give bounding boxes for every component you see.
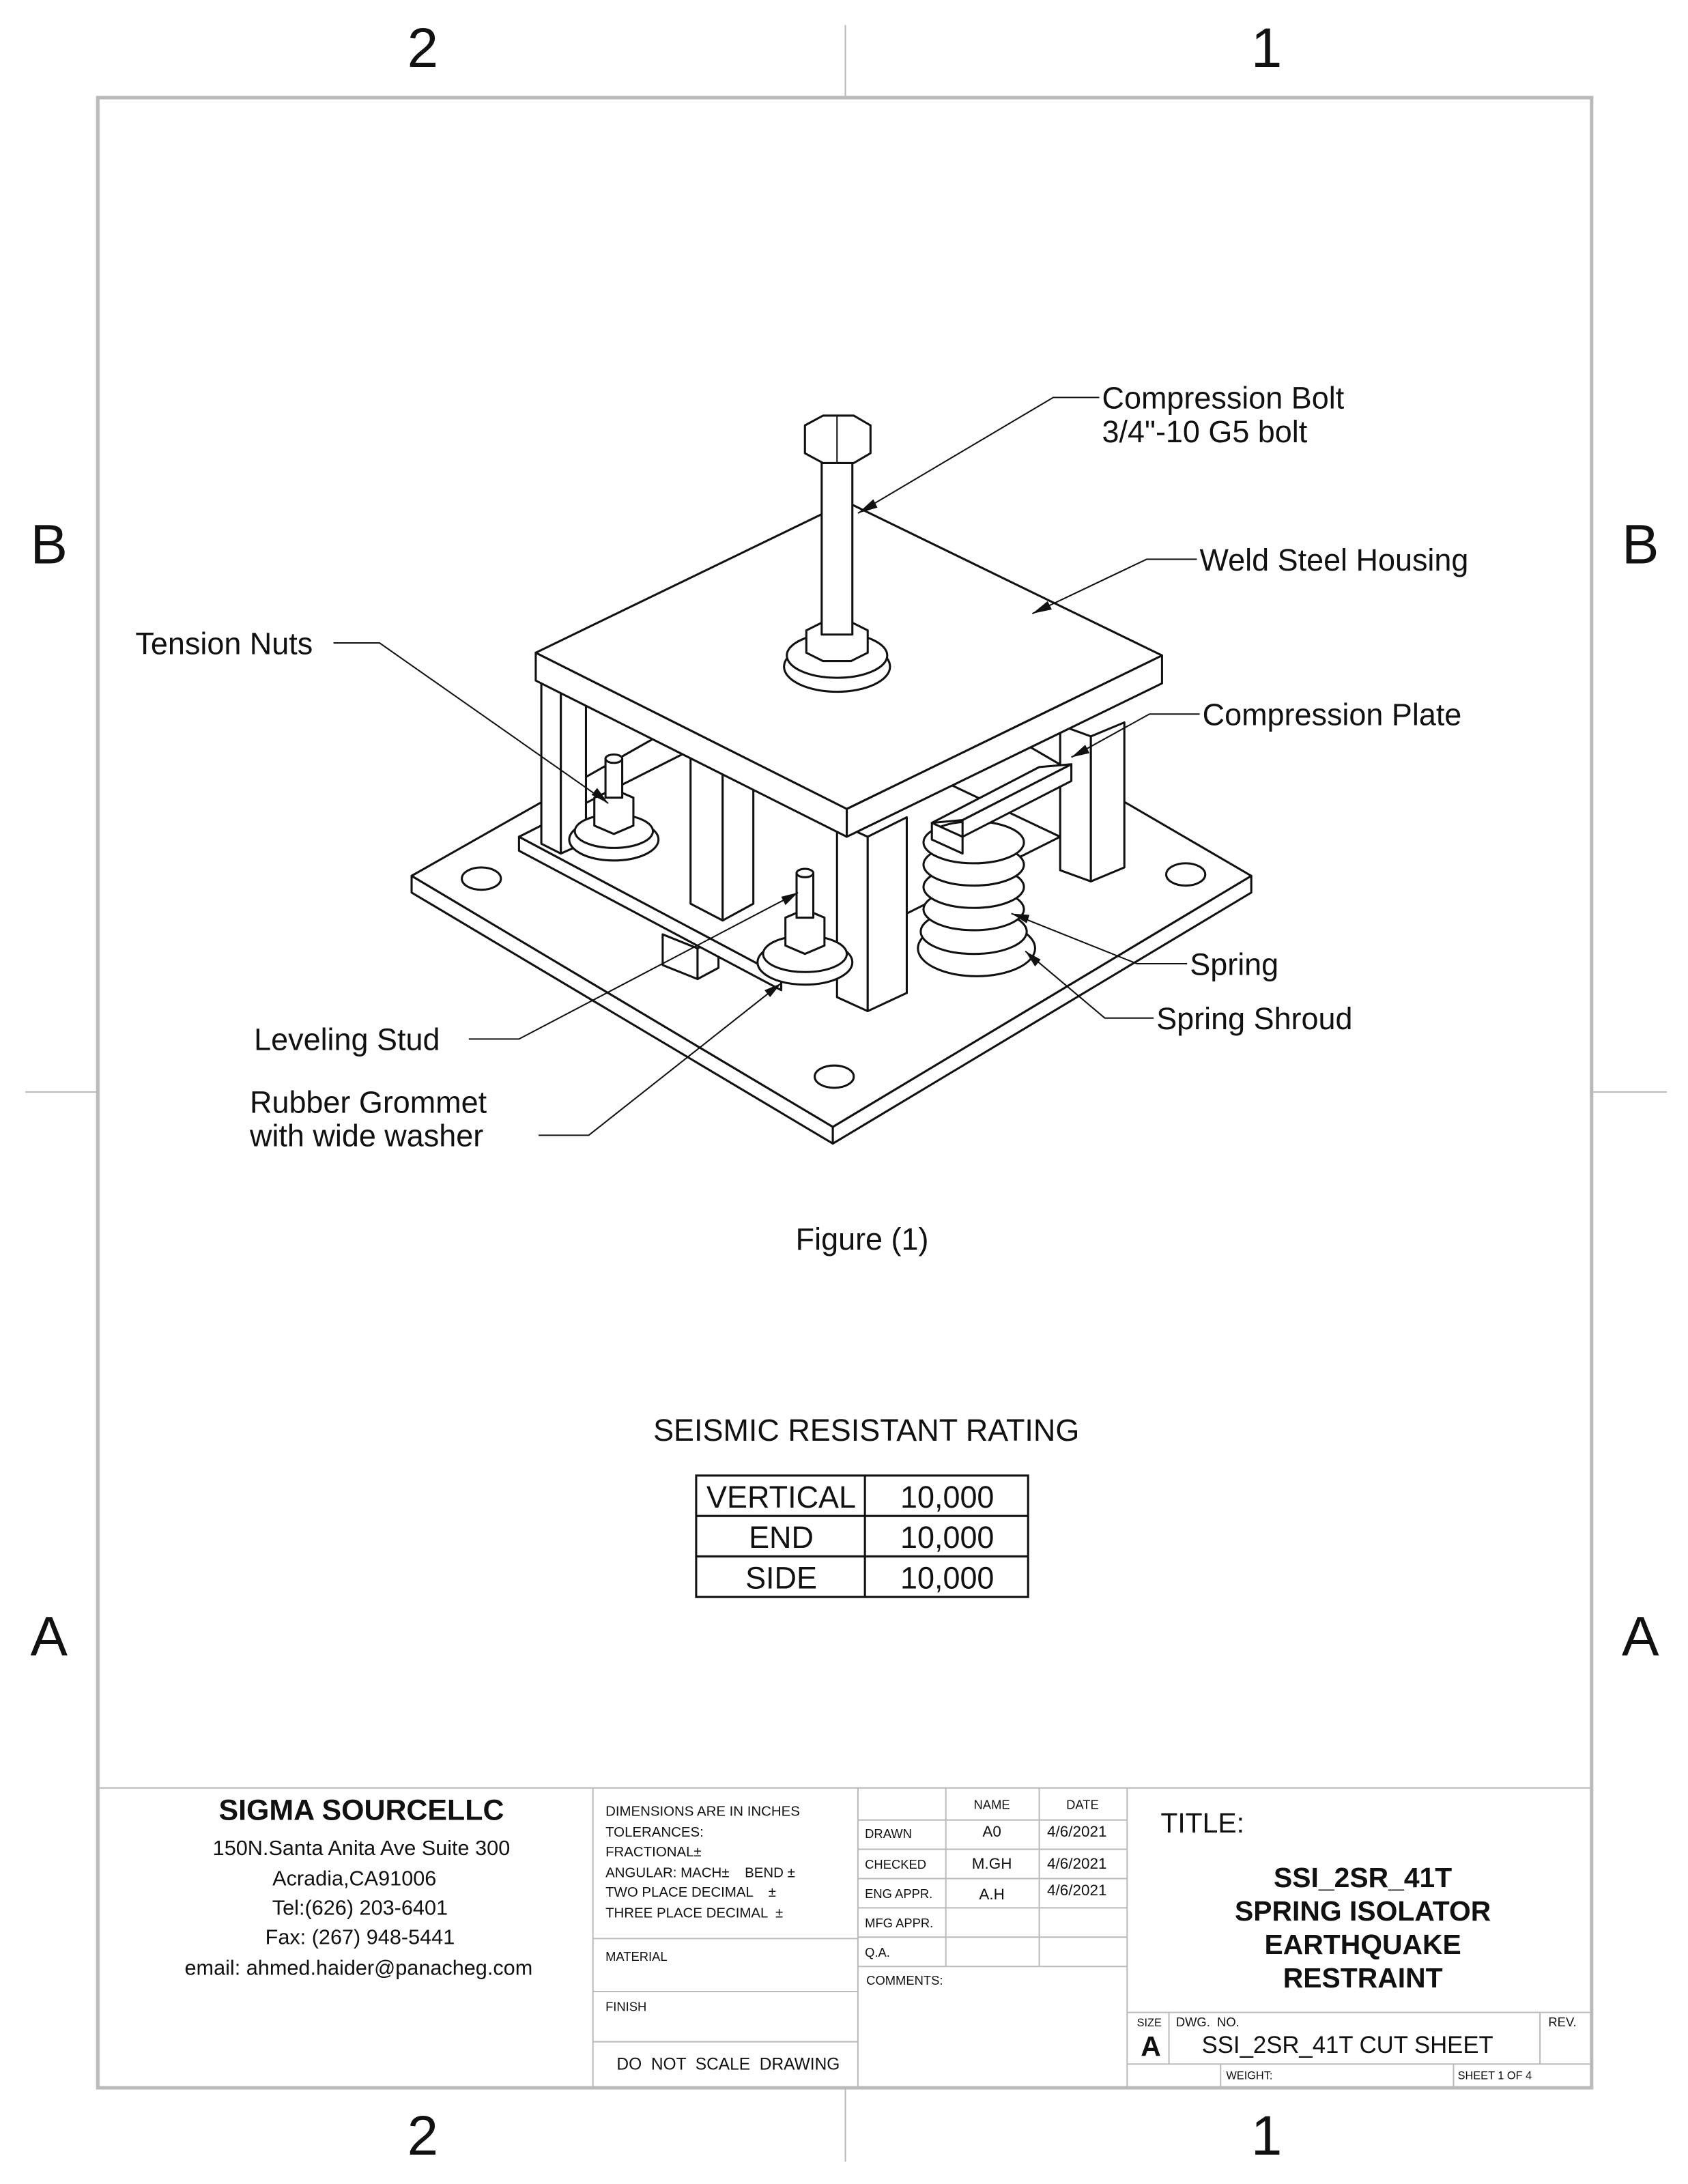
callout-spring: Spring <box>1011 913 1278 981</box>
drawing-title-line: SPRING ISOLATOR <box>1235 1895 1491 1927</box>
tolerance-line: TOLERANCES: <box>605 1825 704 1840</box>
approvals-header-date: DATE <box>1066 1797 1099 1811</box>
tension-nut-left <box>568 753 660 862</box>
svg-text:Spring Shroud: Spring Shroud <box>1156 1001 1352 1036</box>
drawing-title-line: RESTRAINT <box>1283 1962 1443 1994</box>
approval-role: CHECKED <box>865 1857 926 1871</box>
sheet-number: SHEET 1 OF 4 <box>1458 2070 1532 2082</box>
tolerance-line: TWO PLACE DECIMAL ± <box>605 1885 776 1900</box>
svg-text:3/4"-10 G5 bolt: 3/4"-10 G5 bolt <box>1102 414 1308 449</box>
rating-row-label: VERTICAL <box>706 1480 856 1514</box>
company-name: SIGMA SOURCELLC <box>218 1794 504 1827</box>
finish-label: FINISH <box>605 2000 646 2014</box>
rating-row-value: 10,000 <box>900 1560 994 1595</box>
zone-label-left-a: A <box>30 1606 68 1668</box>
approval-role: MFG APPR. <box>865 1916 933 1930</box>
dwg-no-label: DWG. NO. <box>1176 2015 1240 2029</box>
callout-compression-plate: Compression Plate <box>1071 698 1462 758</box>
callout-spring-shroud: Spring Shroud <box>1025 950 1353 1036</box>
spring-isolator-drawing <box>410 414 1253 1145</box>
approval-role: DRAWN <box>865 1826 912 1841</box>
title-block: SIGMA SOURCELLC 150N.Santa Anita Ave Sui… <box>98 1787 1592 2088</box>
weld-steel-housing-legs <box>540 674 1126 1013</box>
tolerance-line: THREE PLACE DECIMAL ± <box>605 1906 783 1921</box>
svg-text:Weld Steel Housing: Weld Steel Housing <box>1200 543 1469 577</box>
compression-bolt <box>783 414 891 693</box>
callout-leveling-stud: Leveling Stud <box>254 891 799 1057</box>
callout-tension-nuts: Tension Nuts <box>135 626 609 804</box>
comments-label: COMMENTS: <box>866 1973 943 1987</box>
approval-name: A.H <box>979 1886 1004 1903</box>
rating-row-label: SIDE <box>745 1560 817 1595</box>
svg-text:Rubber Grommet: Rubber Grommet <box>250 1085 487 1120</box>
zone-label-top-2: 2 <box>407 17 438 79</box>
svg-text:Leveling Stud: Leveling Stud <box>254 1022 440 1057</box>
material-label: MATERIAL <box>605 1949 668 1964</box>
spring <box>917 820 1036 977</box>
do-not-scale-note: DO NOT SCALE DRAWING <box>616 2055 840 2073</box>
zone-label-right-a: A <box>1622 1606 1659 1668</box>
compression-plate <box>930 763 1073 855</box>
zone-label-top-1: 1 <box>1251 17 1282 79</box>
tolerance-line: FRACTIONAL± <box>605 1845 702 1860</box>
approval-date: 4/6/2021 <box>1047 1823 1106 1840</box>
tolerance-line: ANGULAR: MACH± BEND ± <box>605 1865 795 1880</box>
callout-compression-bolt: Compression Bolt 3/4"-10 G5 bolt <box>857 381 1345 514</box>
rating-row-value: 10,000 <box>900 1480 994 1514</box>
svg-text:Compression Bolt: Compression Bolt <box>1102 381 1345 416</box>
dwg-no-value: SSI_2SR_41T CUT SHEET <box>1202 2032 1493 2058</box>
svg-text:Spring: Spring <box>1190 947 1278 981</box>
callout-weld-steel-housing: Weld Steel Housing <box>1031 543 1469 615</box>
lower-plate <box>517 703 1061 992</box>
size-label: SIZE <box>1137 2017 1162 2029</box>
zone-label-bottom-2: 2 <box>407 2105 438 2167</box>
approval-date: 4/6/2021 <box>1047 1882 1106 1899</box>
svg-text:Compression Plate: Compression Plate <box>1203 698 1462 732</box>
zone-label-bottom-1: 1 <box>1251 2105 1282 2167</box>
approval-date: 4/6/2021 <box>1047 1855 1106 1872</box>
callout-rubber-grommet: Rubber Grommet with wide washer <box>249 982 782 1153</box>
rating-title: SEISMIC RESISTANT RATING <box>653 1413 1079 1448</box>
approval-role: ENG APPR. <box>865 1886 932 1901</box>
company-email: email: ahmed.haider@panacheg.com <box>185 1956 533 1979</box>
svg-text:Tension Nuts: Tension Nuts <box>135 626 313 661</box>
rating-row-label: END <box>749 1520 814 1555</box>
company-address: 150N.Santa Anita Ave Suite 300 <box>213 1837 511 1860</box>
zone-label-left-b: B <box>30 514 68 576</box>
approval-role: Q.A. <box>865 1945 890 1959</box>
figure-caption: Figure (1) <box>796 1222 929 1256</box>
rev-label: REV. <box>1548 2015 1576 2029</box>
company-fax: Fax: (267) 948-5441 <box>266 1926 455 1949</box>
rating-row-value: 10,000 <box>900 1520 994 1555</box>
svg-text:with wide washer: with wide washer <box>249 1119 483 1153</box>
zone-label-right-b: B <box>1622 514 1659 576</box>
approval-name: M.GH <box>972 1855 1012 1872</box>
size-value: A <box>1141 2030 1161 2062</box>
company-tel: Tel:(626) 203-6401 <box>272 1897 448 1920</box>
tolerance-line: DIMENSIONS ARE IN INCHES <box>605 1805 800 1820</box>
title-label: TITLE: <box>1160 1807 1244 1839</box>
drawing-title-line: EARTHQUAKE <box>1265 1929 1461 1960</box>
company-city: Acradia,CA91006 <box>272 1867 436 1891</box>
approval-name: A0 <box>982 1823 1001 1840</box>
drawing-title-line: SSI_2SR_41T <box>1274 1862 1452 1893</box>
approvals-header-name: NAME <box>974 1797 1010 1811</box>
seismic-rating-table: SEISMIC RESISTANT RATING VERTICAL 10,000… <box>653 1413 1079 1598</box>
weight-label: WEIGHT: <box>1226 2070 1272 2082</box>
tension-nut-front <box>756 867 854 986</box>
